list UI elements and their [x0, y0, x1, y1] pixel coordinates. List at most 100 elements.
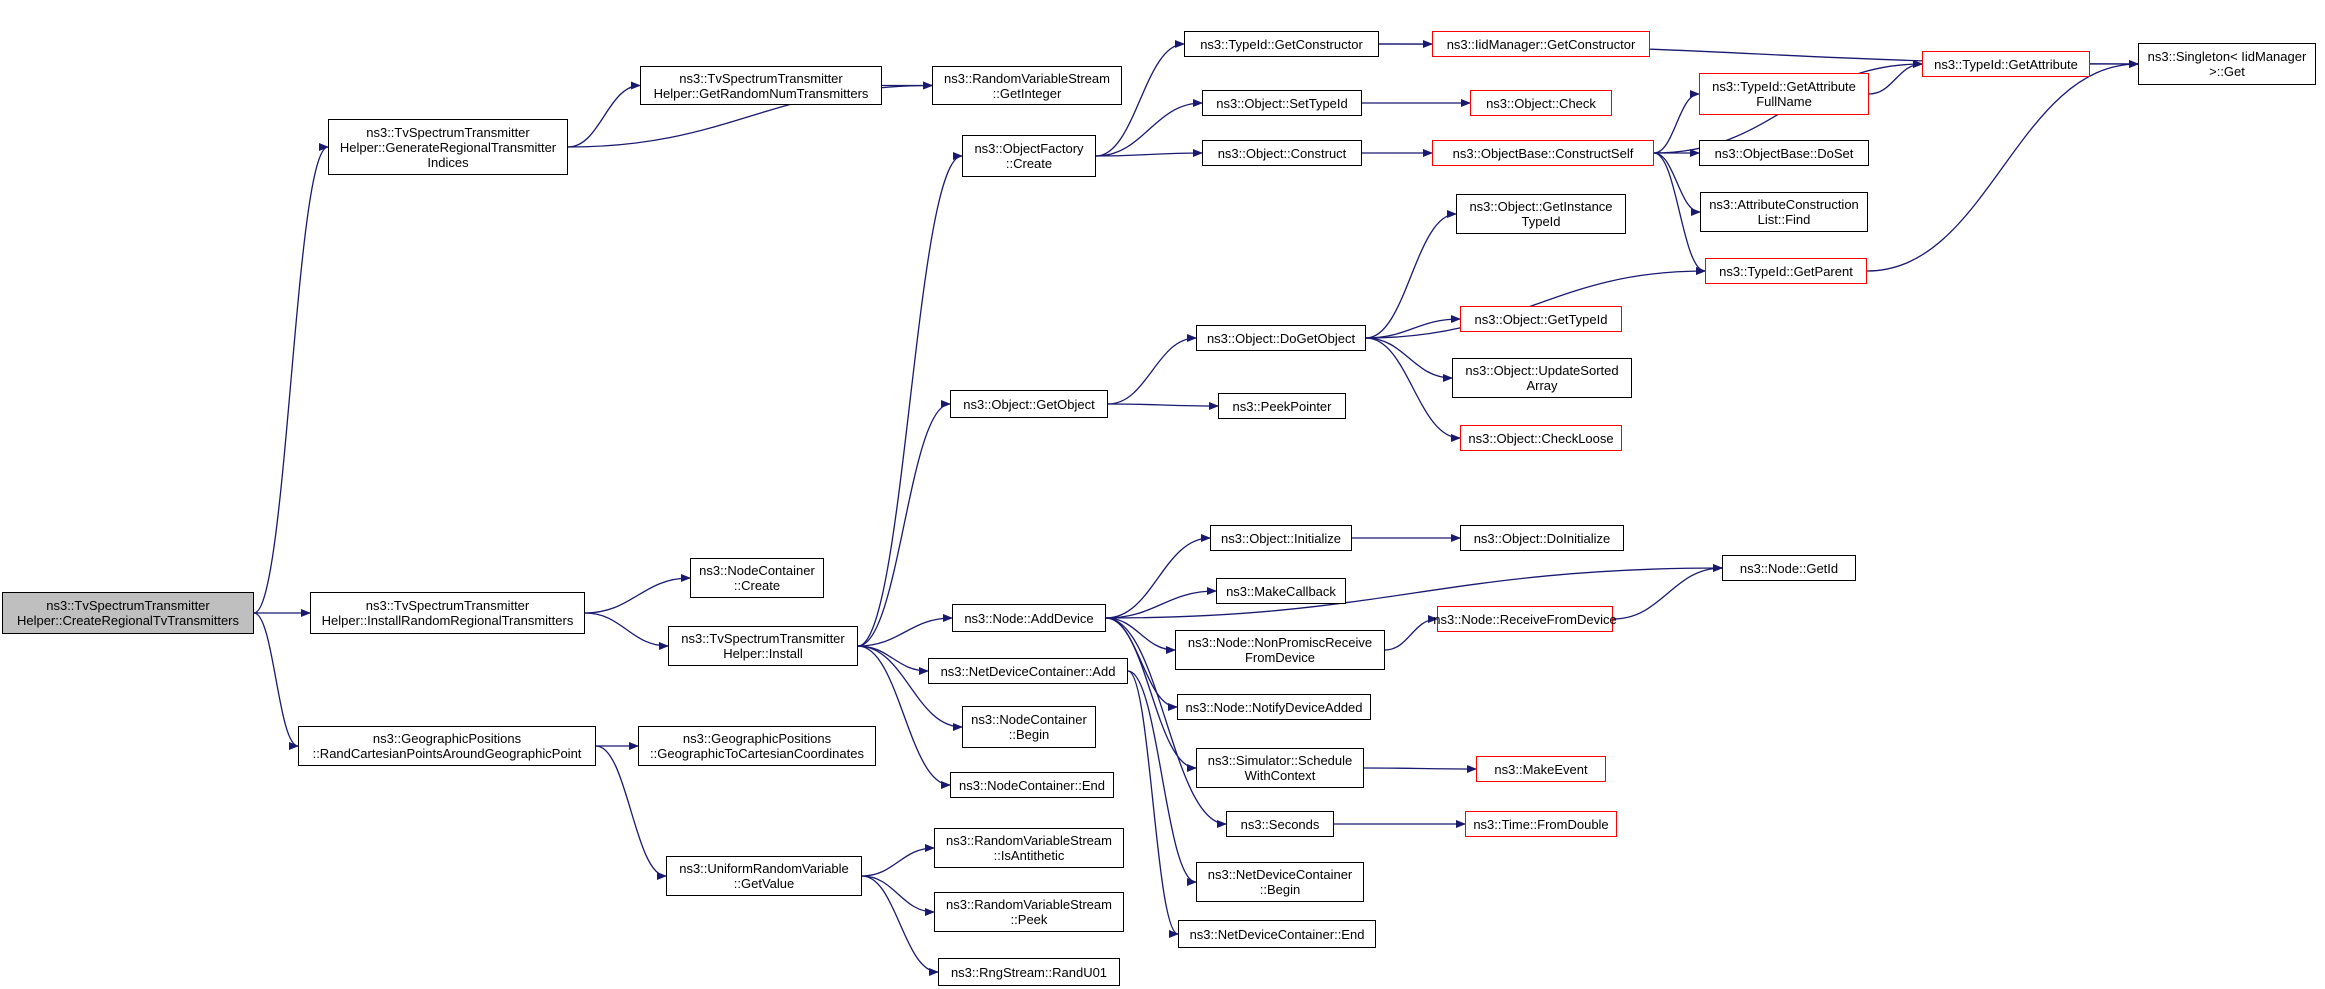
call-edge	[595, 745, 667, 880]
node-label-line: Indices	[427, 154, 469, 170]
graph-node[interactable]: ns3::NetDeviceContainer::Add	[928, 658, 1128, 684]
graph-node[interactable]: ns3::ObjectBase::ConstructSelf	[1432, 140, 1654, 166]
graph-node[interactable]: ns3::RandomVariableStream::Peek	[934, 892, 1124, 932]
graph-node[interactable]: ns3::RandomVariableStream::IsAntithetic	[934, 828, 1124, 868]
graph-node[interactable]: ns3::RandomVariableStream::GetInteger	[932, 66, 1122, 105]
graph-node[interactable]: ns3::Object::Initialize	[1210, 525, 1352, 551]
graph-node[interactable]: ns3::Object::DoGetObject	[1196, 325, 1366, 351]
graph-node[interactable]: ns3::Object::Check	[1470, 90, 1612, 116]
graph-node[interactable]: ns3::Node::NotifyDeviceAdded	[1177, 694, 1371, 720]
node-label-line: ns3::RngStream::RandU01	[950, 964, 1108, 980]
graph-node[interactable]: ns3::IidManager::GetConstructor	[1432, 31, 1650, 57]
call-edge	[1107, 401, 1219, 410]
node-label-line: ns3::Object::Initialize	[1221, 530, 1341, 546]
node-label-line: Helper::GetRandomNumTransmitters	[653, 85, 869, 101]
call-edge	[1105, 617, 1197, 772]
call-edge	[1365, 337, 1461, 442]
graph-node[interactable]: ns3::TypeId::GetAttribute	[1922, 51, 2090, 77]
graph-node[interactable]: ns3::ObjectBase::DoSet	[1699, 140, 1869, 166]
graph-node[interactable]: ns3::Object::CheckLoose	[1460, 425, 1622, 451]
node-label-line: ns3::TypeId::GetAttribute	[1712, 79, 1856, 94]
call-edge	[584, 612, 669, 650]
node-label-line: ns3::GeographicPositions	[372, 731, 522, 746]
graph-node[interactable]: ns3::GeographicPositions::RandCartesianP…	[298, 726, 596, 766]
graph-node[interactable]: ns3::NetDeviceContainer::End	[1178, 920, 1376, 948]
node-label-line: ns3::Node::AddDevice	[964, 610, 1094, 626]
graph-node[interactable]: ns3::TypeId::GetParent	[1705, 258, 1867, 284]
graph-node[interactable]: ns3::Time::FromDouble	[1465, 811, 1617, 837]
node-label-line: ns3::TvSpectrumTransmitter	[366, 124, 530, 140]
node-label-line: ns3::PeekPointer	[1232, 398, 1332, 414]
graph-node[interactable]: ns3::NodeContainer::Create	[690, 558, 824, 598]
graph-node[interactable]: ns3::ObjectFactory::Create	[962, 135, 1096, 177]
graph-node[interactable]: ns3::Object::GetTypeId	[1460, 306, 1622, 332]
node-label-line: ns3::Object::GetTypeId	[1474, 311, 1608, 327]
graph-node[interactable]: ns3::NetDeviceContainer::Begin	[1196, 862, 1364, 902]
graph-node[interactable]: ns3::Object::DoInitialize	[1460, 525, 1624, 551]
call-edge	[1868, 60, 1923, 95]
call-edge	[857, 645, 963, 731]
graph-node[interactable]: ns3::GeographicPositions::GeographicToCa…	[638, 726, 876, 766]
graph-node[interactable]: ns3::MakeEvent	[1476, 756, 1606, 782]
graph-node[interactable]: ns3::NodeContainer::End	[950, 772, 1114, 798]
graph-node[interactable]: ns3::RngStream::RandU01	[938, 958, 1120, 986]
node-label-line: ns3::AttributeConstruction	[1709, 197, 1859, 212]
node-label-line: ::GetInteger	[992, 85, 1062, 101]
graph-node[interactable]: ns3::Object::GetObject	[950, 390, 1108, 418]
graph-node[interactable]: ns3::Seconds	[1226, 811, 1334, 837]
node-label-line: ::GeographicToCartesianCoordinates	[650, 746, 864, 761]
graph-node[interactable]: ns3::Object::SetTypeId	[1202, 90, 1362, 116]
graph-node[interactable]: ns3::Node::ReceiveFromDevice	[1433, 606, 1617, 632]
node-label-line: ns3::MakeCallback	[1226, 583, 1336, 599]
call-edge	[1653, 152, 1706, 275]
graph-node[interactable]: ns3::NodeContainer::Begin	[962, 706, 1096, 748]
call-edge	[1105, 534, 1211, 619]
node-label-line: ns3::Node::ReceiveFromDevice	[1433, 611, 1617, 627]
graph-node[interactable]: ns3::MakeCallback	[1216, 578, 1346, 604]
node-label-line: ns3::NetDeviceContainer::Add	[940, 663, 1116, 679]
node-label-line: ns3::Object::SetTypeId	[1216, 95, 1348, 111]
node-label-line: ::Create	[733, 578, 781, 593]
node-label-line: ns3::MakeEvent	[1494, 761, 1588, 777]
call-edge	[1866, 60, 2139, 272]
node-label-line: WithContext	[1244, 768, 1316, 783]
graph-node[interactable]: ns3::Node::AddDevice	[952, 604, 1106, 632]
graph-node[interactable]: ns3::Object::Construct	[1202, 140, 1362, 166]
call-edge	[1105, 564, 1723, 619]
graph-node[interactable]: ns3::PeekPointer	[1218, 393, 1346, 419]
graph-node[interactable]: ns3::Node::GetId	[1722, 555, 1856, 581]
graph-node[interactable]: ns3::TypeId::GetConstructor	[1184, 31, 1379, 57]
node-label-line: ::Peek	[1010, 912, 1048, 927]
node-label-line: Helper::Install	[723, 646, 803, 661]
call-edge	[1612, 564, 1723, 620]
node-label-line: ns3::ObjectBase::DoSet	[1714, 145, 1854, 161]
node-label-line: ns3::Time::FromDouble	[1473, 816, 1609, 832]
call-edge	[1107, 334, 1197, 405]
node-label-line: ::Begin	[1259, 882, 1301, 897]
node-label-line: ns3::TypeId::GetParent	[1719, 263, 1853, 279]
node-label-line: ::GetValue	[733, 876, 795, 891]
node-label-line: ::IsAntithetic	[993, 848, 1065, 863]
graph-node[interactable]: ns3::UniformRandomVariable::GetValue	[666, 856, 862, 896]
node-label-line: ns3::Object::GetObject	[963, 396, 1095, 412]
node-label-line: ns3::Object::DoGetObject	[1206, 330, 1356, 346]
call-edge	[584, 574, 691, 614]
node-label-line: ns3::NodeContainer::End	[959, 777, 1105, 793]
graph-node[interactable]: ns3::Singleton< IidManager>::Get	[2138, 43, 2316, 85]
node-label-line: ns3::TvSpectrumTransmitter	[365, 598, 530, 613]
node-label-line: ::Begin	[1008, 727, 1050, 742]
node-label-line: ns3::ObjectBase::ConstructSelf	[1452, 145, 1634, 161]
